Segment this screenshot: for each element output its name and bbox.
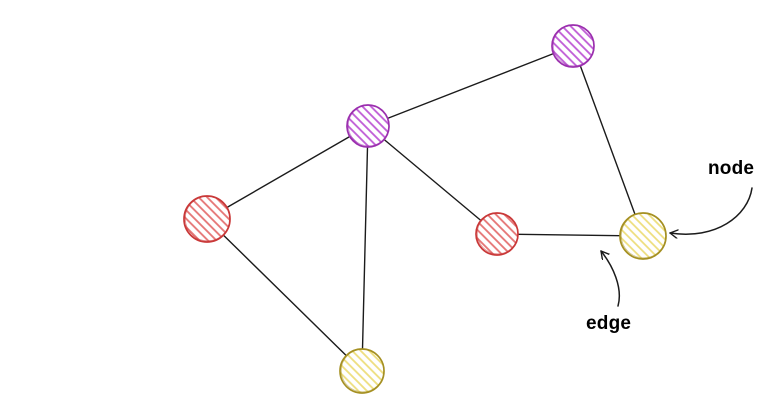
edge-annotation-label: edge [586, 313, 632, 334]
graph-edge-purple-center--yellow-bottom [361, 146, 369, 350]
graph-edge-purple-top--yellow-right [579, 64, 636, 216]
graph-edge-red-left--yellow-bottom [222, 234, 347, 357]
graph-node-yellow-right [619, 212, 667, 260]
graph-edge-purple-top--purple-center [386, 52, 555, 120]
edge-pointer-arrow [600, 250, 620, 307]
graph-node-yellow-bottom [339, 348, 385, 394]
graph-edge-red-mid--yellow-right [517, 233, 621, 237]
graph-edge-purple-center--red-left [226, 135, 351, 209]
graph-node-red-left [183, 195, 231, 243]
graph-node-red-mid [475, 212, 519, 256]
node-pointer-arrow [669, 187, 753, 234]
node-annotation-label: node [708, 158, 755, 179]
graph-edge-purple-center--red-mid [383, 138, 482, 222]
graph-node-purple-top [551, 24, 595, 68]
graph-node-purple-center [346, 104, 390, 148]
